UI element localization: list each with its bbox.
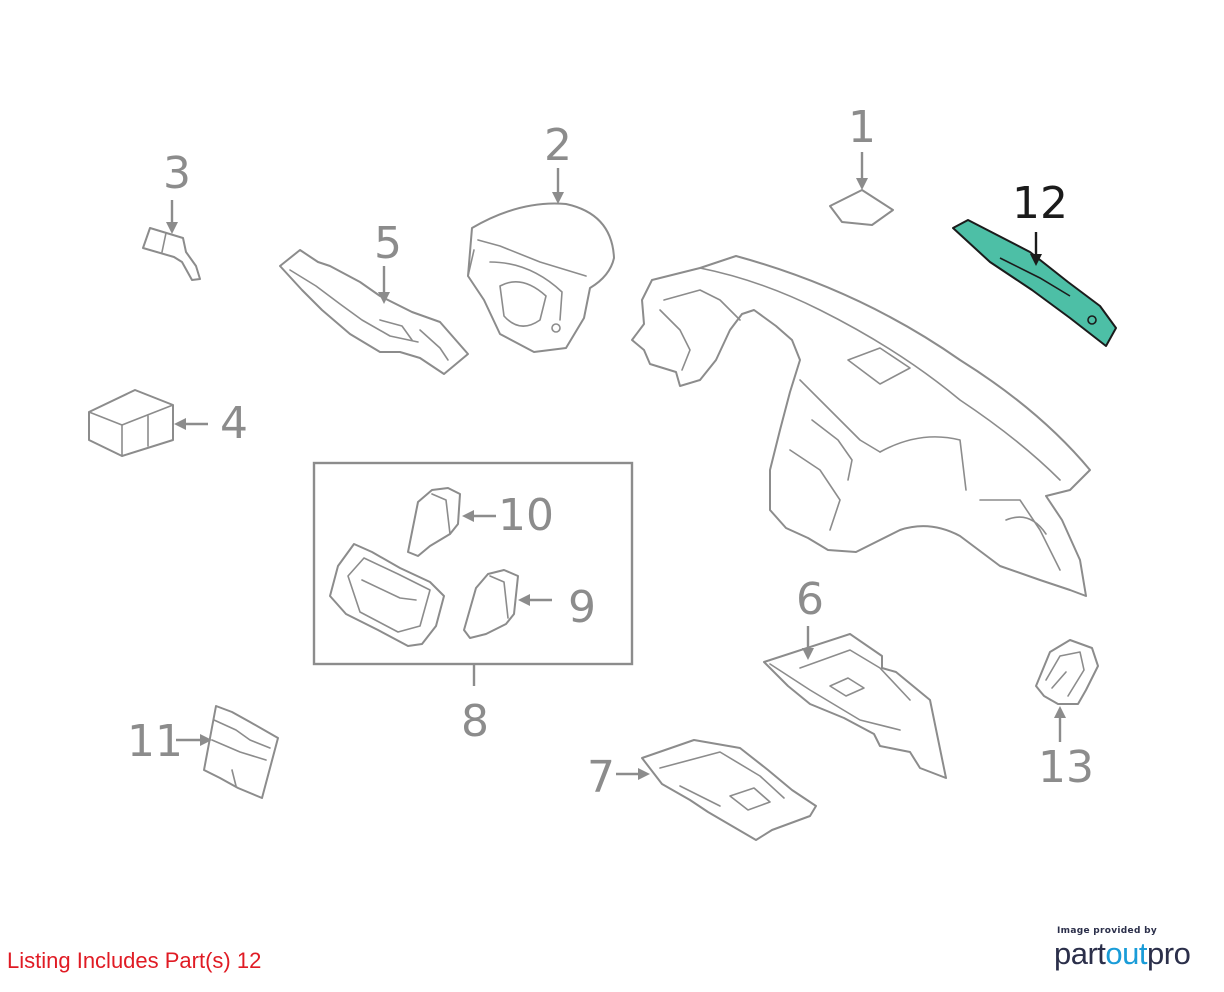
callout-7[interactable]: 7	[587, 752, 615, 803]
instrument-panel-drawing[interactable]	[631, 255, 1091, 597]
logo-word-part: part	[1054, 936, 1106, 971]
callout-6[interactable]: 6	[796, 574, 824, 625]
callout-8[interactable]: 8	[461, 696, 489, 747]
part-6-drawing[interactable]	[763, 633, 947, 779]
listing-includes-note: Listing Includes Part(s) 12	[7, 948, 262, 973]
partoutpro-logo: partoutpro	[1054, 936, 1191, 972]
part-4-drawing[interactable]	[88, 389, 174, 457]
logo-word-out: out	[1105, 936, 1148, 971]
callout-4[interactable]: 4	[220, 398, 248, 449]
callout-10[interactable]: 10	[498, 490, 554, 541]
callout-arrows	[166, 152, 1066, 780]
part-13-drawing[interactable]	[1035, 639, 1099, 705]
part-11-drawing[interactable]	[203, 705, 279, 799]
part-5-drawing[interactable]	[279, 249, 469, 375]
callout-13[interactable]: 13	[1038, 742, 1094, 793]
part-3-drawing[interactable]	[142, 227, 201, 281]
callout-9[interactable]: 9	[568, 582, 596, 633]
part-9-drawing[interactable]	[463, 569, 519, 639]
image-provided-by-caption: Image provided by	[1057, 926, 1158, 936]
callout-12[interactable]: 12	[1012, 178, 1068, 229]
part-2-drawing[interactable]	[467, 202, 615, 353]
callout-5[interactable]: 5	[374, 218, 402, 269]
callout-3[interactable]: 3	[163, 148, 191, 199]
part-1-drawing[interactable]	[829, 189, 894, 226]
partoutpro-attribution: Image provided by partoutpro	[1052, 926, 1212, 974]
callout-1[interactable]: 1	[848, 102, 876, 153]
part-8-drawing[interactable]	[329, 543, 445, 647]
part-7-drawing[interactable]	[641, 739, 817, 841]
callout-11[interactable]: 11	[127, 716, 183, 767]
callout-2[interactable]: 2	[544, 120, 572, 171]
part-10-drawing[interactable]	[407, 487, 461, 557]
callout-numbers: 1 2 3 4 5 6 7 8 9 10 11 12 13	[127, 102, 1094, 803]
logo-word-pro: pro	[1147, 936, 1191, 971]
part-8-group-box	[312, 461, 634, 686]
part-12-drawing[interactable]	[952, 219, 1117, 347]
